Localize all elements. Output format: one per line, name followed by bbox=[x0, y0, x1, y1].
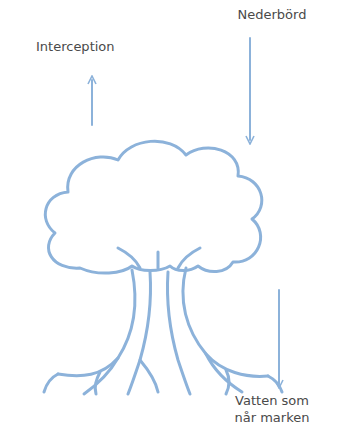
tree-root bbox=[140, 360, 158, 392]
interception-arrow bbox=[91, 80, 93, 125]
runoff-arrow bbox=[278, 290, 280, 384]
tree-trunk bbox=[58, 270, 135, 376]
runoff-label: Vatten som når marken bbox=[226, 392, 318, 426]
tree-canopy bbox=[45, 141, 262, 273]
tree-branch bbox=[178, 248, 200, 268]
interception-label: Interception bbox=[36, 38, 146, 55]
tree-trunk bbox=[183, 268, 268, 376]
precipitation-label: Nederbörd bbox=[222, 6, 322, 23]
tree-trunk bbox=[128, 272, 151, 394]
tree-branch bbox=[118, 248, 140, 268]
tree-branch bbox=[157, 252, 160, 268]
tree-root bbox=[226, 370, 229, 394]
tree-root bbox=[95, 372, 100, 394]
tree-root bbox=[206, 354, 242, 392]
tree-trunk bbox=[167, 272, 190, 394]
tree-root bbox=[84, 358, 118, 394]
tree-root bbox=[44, 374, 58, 392]
precipitation-arrow bbox=[249, 38, 251, 140]
